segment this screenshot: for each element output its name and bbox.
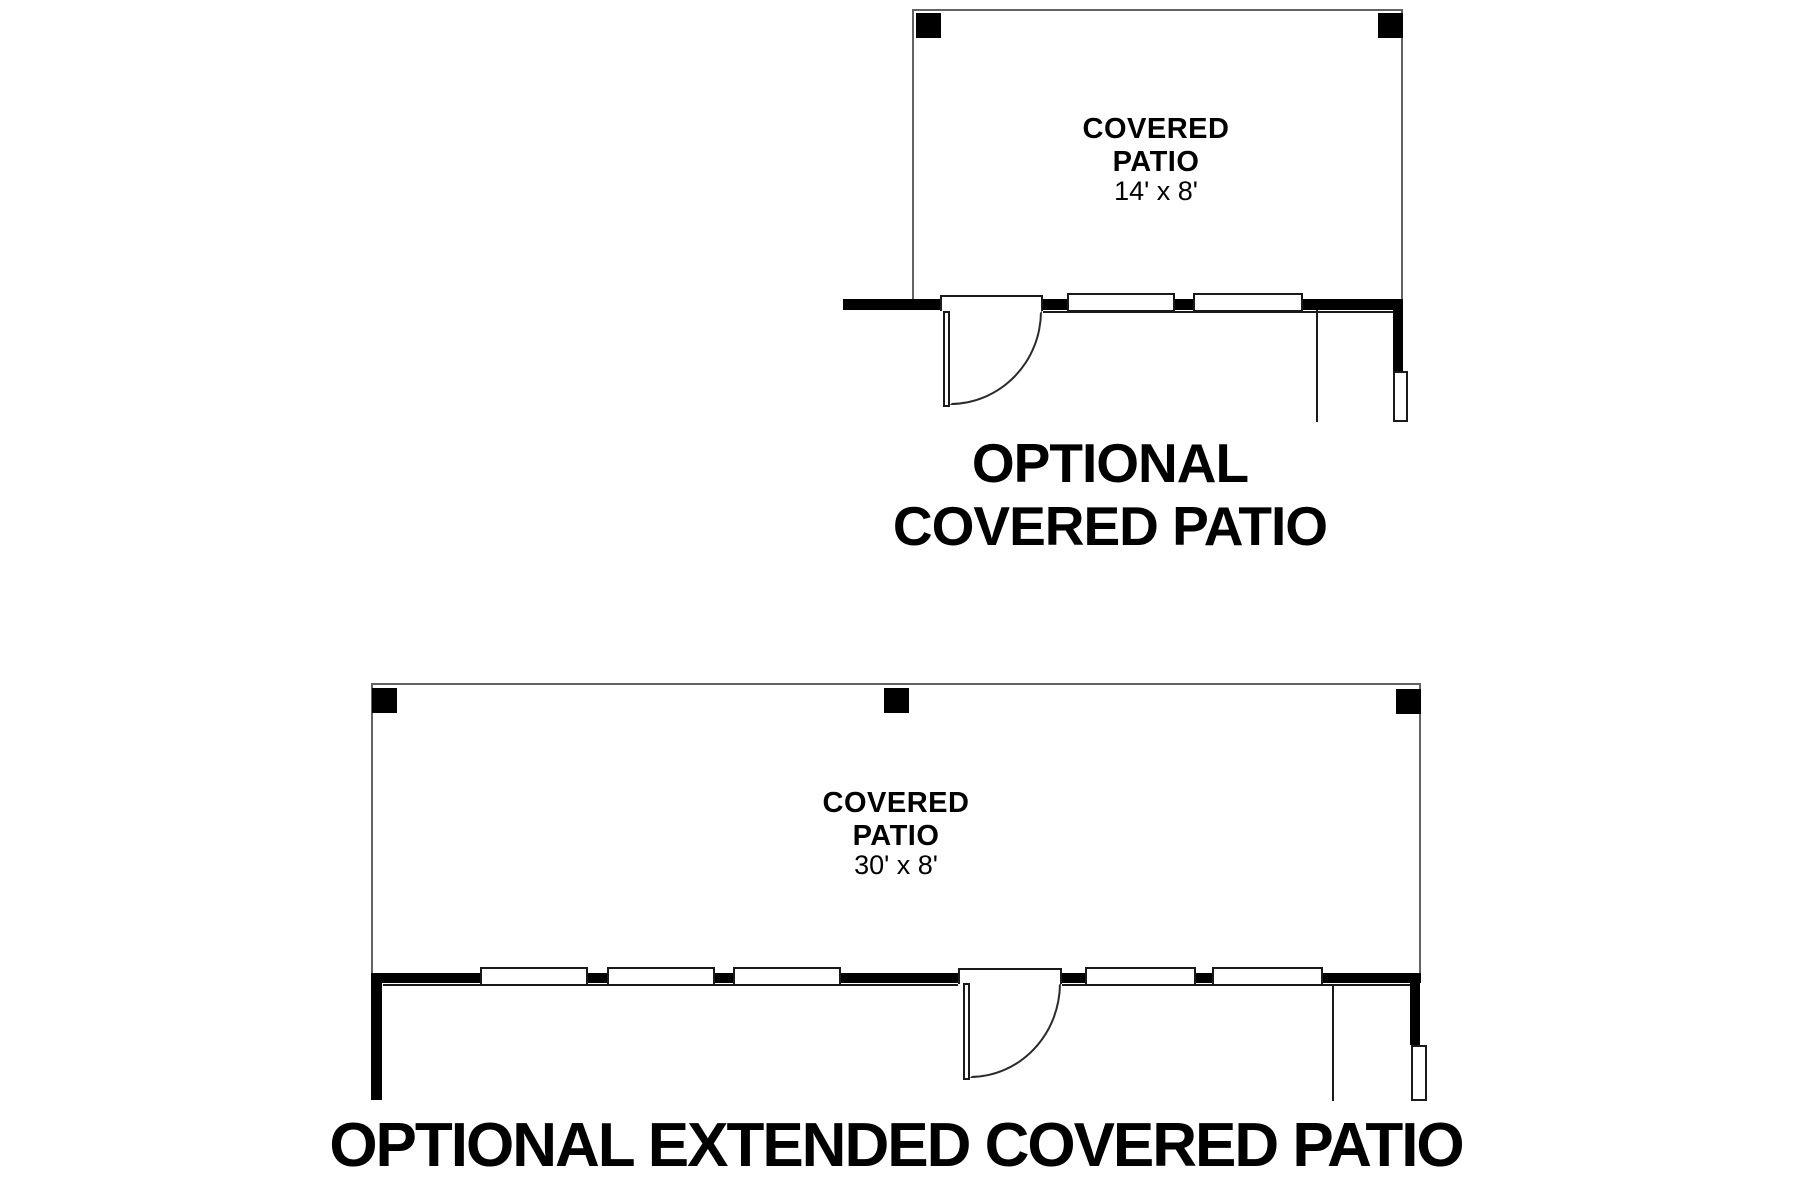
caption-line1: OPTIONAL [971, 432, 1249, 494]
extended-patio-caption: OPTIONAL EXTENDED COVERED PATIO [296, 1110, 1496, 1182]
side-wall-door-jamb [1411, 1045, 1427, 1101]
small-patio-caption: OPTIONAL COVERED PATIO [710, 432, 1510, 558]
extended-patio-outline [371, 683, 1421, 973]
extended-patio-post-top-left [372, 688, 397, 713]
wall-segment [1323, 973, 1421, 983]
room-name-line1: COVERED [822, 787, 970, 819]
room-dimensions: 14' x 8' [1114, 176, 1198, 206]
caption-line2: COVERED PATIO [892, 495, 1328, 557]
side-wall-door-jamb [1393, 371, 1408, 422]
door-opening [940, 295, 1043, 311]
door-swing-arc [950, 311, 1042, 405]
wall-segment [1303, 299, 1403, 310]
room-name-line2: PATIO [1112, 146, 1200, 178]
wall-segment [1175, 299, 1193, 310]
window [1193, 293, 1303, 312]
extended-patio-post-top-middle [884, 688, 909, 713]
house-side-wall [1393, 310, 1403, 371]
wall-segment [841, 973, 958, 983]
window [1212, 967, 1323, 986]
room-name-line1: COVERED [1082, 113, 1230, 145]
room-dimensions: 30' x 8' [854, 850, 938, 880]
wall-segment [1062, 973, 1085, 983]
wall-segment [1196, 973, 1212, 983]
wall-segment [715, 973, 733, 983]
room-name-line2: PATIO [852, 820, 940, 852]
interior-partition-line [1332, 984, 1334, 1101]
door-leaf [963, 983, 970, 1080]
small-patio-outline [912, 9, 1403, 299]
wall-segment [843, 299, 940, 310]
window [480, 967, 588, 986]
wall-segment [371, 973, 480, 983]
caption-line1: OPTIONAL EXTENDED COVERED PATIO [329, 1111, 1464, 1180]
small-patio-post-top-left [916, 13, 941, 38]
window [607, 967, 715, 986]
window [1067, 293, 1175, 312]
extended-patio-room-label: COVERED PATIO 30' x 8' [746, 787, 1046, 880]
window [1085, 967, 1196, 986]
interior-partition-line [1316, 310, 1318, 422]
interior-wall-line [1043, 311, 1393, 313]
door-leaf [943, 311, 950, 407]
small-patio-post-top-right [1378, 13, 1403, 38]
window [733, 967, 841, 986]
small-patio-room-label: COVERED PATIO 14' x 8' [1006, 113, 1306, 206]
house-side-wall [1410, 983, 1420, 1045]
extended-patio-post-top-right [1396, 689, 1421, 714]
door-swing-arc [970, 983, 1061, 1078]
house-side-wall [371, 983, 382, 1100]
door-opening [958, 968, 1062, 984]
wall-segment [588, 973, 607, 983]
wall-segment [1043, 299, 1067, 310]
